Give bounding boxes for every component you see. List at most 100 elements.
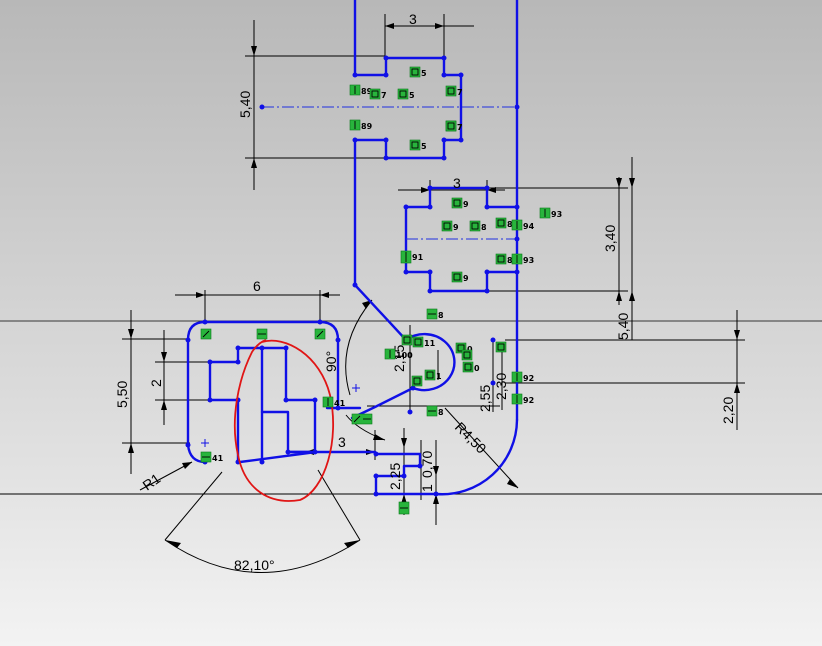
dim-3-lower: 3 (338, 434, 346, 450)
relation-5b: 5 (397, 88, 415, 100)
square-relation-icon (464, 363, 472, 371)
svg-text:7: 7 (457, 123, 463, 132)
relation-8b: 8 (495, 217, 513, 229)
relation-9c: 9 (451, 271, 469, 283)
square-relation-icon (371, 90, 379, 98)
square-relation-icon (426, 371, 434, 379)
dim-mid-width: 3 (453, 175, 461, 191)
dim-2-25: 2,25 (387, 463, 403, 490)
relation-badges[interactable]: 5 7 89 7 5 7 89 7 5 9 93 9 8 8 94 91 8 9… (200, 66, 562, 463)
relation-8e: 8 (426, 405, 444, 417)
dim-angle-90: 90° (323, 351, 339, 372)
relation-7b: 7 (369, 88, 387, 100)
dim-2-55: 2,55 (477, 385, 493, 412)
relation-markers-unlabeled[interactable] (200, 328, 507, 515)
relation-1: 1 (424, 369, 442, 381)
relation-7a: 7 (445, 85, 463, 97)
dimension-arrowheads (128, 23, 740, 548)
svg-text:100: 100 (396, 351, 413, 360)
svg-text:9: 9 (453, 223, 459, 232)
square-relation-icon (399, 90, 407, 98)
dim-2-20: 2,20 (720, 397, 736, 424)
svg-text:0: 0 (474, 364, 480, 373)
dim-left-width: 6 (253, 278, 261, 294)
svg-text:7: 7 (381, 91, 387, 100)
svg-text:9: 9 (463, 200, 469, 209)
square-relation-icon (453, 199, 461, 207)
svg-text:92: 92 (523, 374, 534, 383)
sketch-points[interactable] (185, 55, 520, 497)
relation-93b: 93 (511, 253, 534, 265)
relation-0a: 0 (455, 342, 473, 354)
relation-91: 91 (400, 250, 424, 264)
svg-text:11: 11 (424, 339, 436, 348)
svg-text:8: 8 (438, 311, 444, 320)
svg-text:91: 91 (412, 253, 424, 262)
relation-89b: 89 (349, 119, 373, 131)
relation-5a: 5 (409, 66, 427, 78)
svg-text:9: 9 (463, 274, 469, 283)
relation-92a: 92 (511, 371, 534, 383)
svg-text:5: 5 (409, 91, 415, 100)
dim-left-height: 5,50 (114, 381, 130, 408)
relation-9a: 9 (451, 197, 469, 209)
svg-text:41: 41 (212, 454, 224, 463)
relation-8c: 8 (495, 253, 513, 265)
svg-text:7: 7 (457, 88, 463, 97)
svg-text:94: 94 (523, 222, 535, 231)
svg-text:7: 7 (457, 123, 463, 132)
dim-inner-height: 2 (148, 379, 164, 387)
square-relation-icon (447, 122, 455, 130)
svg-text:8: 8 (481, 223, 487, 232)
square-relation-icon (411, 141, 419, 149)
svg-text:89: 89 (361, 87, 373, 96)
square-relation-icon (453, 273, 461, 281)
relation-7d: 7 (445, 120, 463, 132)
square-relation-icon (414, 338, 422, 346)
svg-text:8: 8 (507, 220, 513, 229)
square-relation-icon (471, 222, 479, 230)
relation-8a: 8 (469, 220, 487, 232)
relation-100: 100 (384, 348, 413, 360)
origin-markers (201, 384, 360, 447)
dim-top-width: 3 (409, 11, 417, 27)
relation-93a: 93 (539, 207, 562, 219)
square-relation-icon (447, 87, 455, 95)
svg-text:8: 8 (438, 408, 444, 417)
relation-9b: 9 (441, 220, 459, 232)
dim-2-30: 2,30 (493, 373, 509, 400)
relation-5c: 5 (409, 139, 427, 151)
relation-11: 11 (412, 336, 436, 348)
square-relation-icon (457, 344, 465, 352)
relation-0b: 0 (462, 361, 480, 373)
svg-text:0: 0 (467, 345, 473, 354)
svg-text:93: 93 (551, 210, 562, 219)
svg-text:5: 5 (421, 69, 427, 78)
square-relation-icon (497, 219, 505, 227)
svg-text:41: 41 (334, 399, 346, 408)
red-annotation-ellipse (233, 339, 334, 502)
dim-1: 1 (419, 484, 435, 492)
relation-41b: 41 (200, 451, 224, 463)
relation-41a: 41 (322, 396, 346, 408)
dim-0-70: 0,70 (419, 451, 435, 478)
dimension-texts[interactable]: 3 5,40 3 3,40 5,40 6 5,50 2 90° 3 2,15 2… (114, 11, 736, 573)
square-relation-icon (443, 222, 451, 230)
relation-94: 94 (511, 219, 535, 231)
svg-text:5: 5 (421, 142, 427, 151)
svg-text:92: 92 (523, 396, 534, 405)
dim-mid-height-1: 3,40 (602, 225, 618, 252)
square-relation-icon (411, 68, 419, 76)
relation-92b: 92 (511, 393, 534, 405)
svg-text:89: 89 (361, 122, 373, 131)
svg-text:8: 8 (507, 256, 513, 265)
svg-text:93: 93 (523, 256, 534, 265)
centerlines (262, 106, 517, 240)
dim-top-height: 5,40 (237, 91, 253, 118)
dim-angle-82: 82,10° (234, 557, 275, 573)
relation-8d: 8 (426, 308, 444, 320)
relation-89a: 89 (349, 84, 373, 96)
dim-mid-height-2: 5,40 (615, 313, 631, 340)
